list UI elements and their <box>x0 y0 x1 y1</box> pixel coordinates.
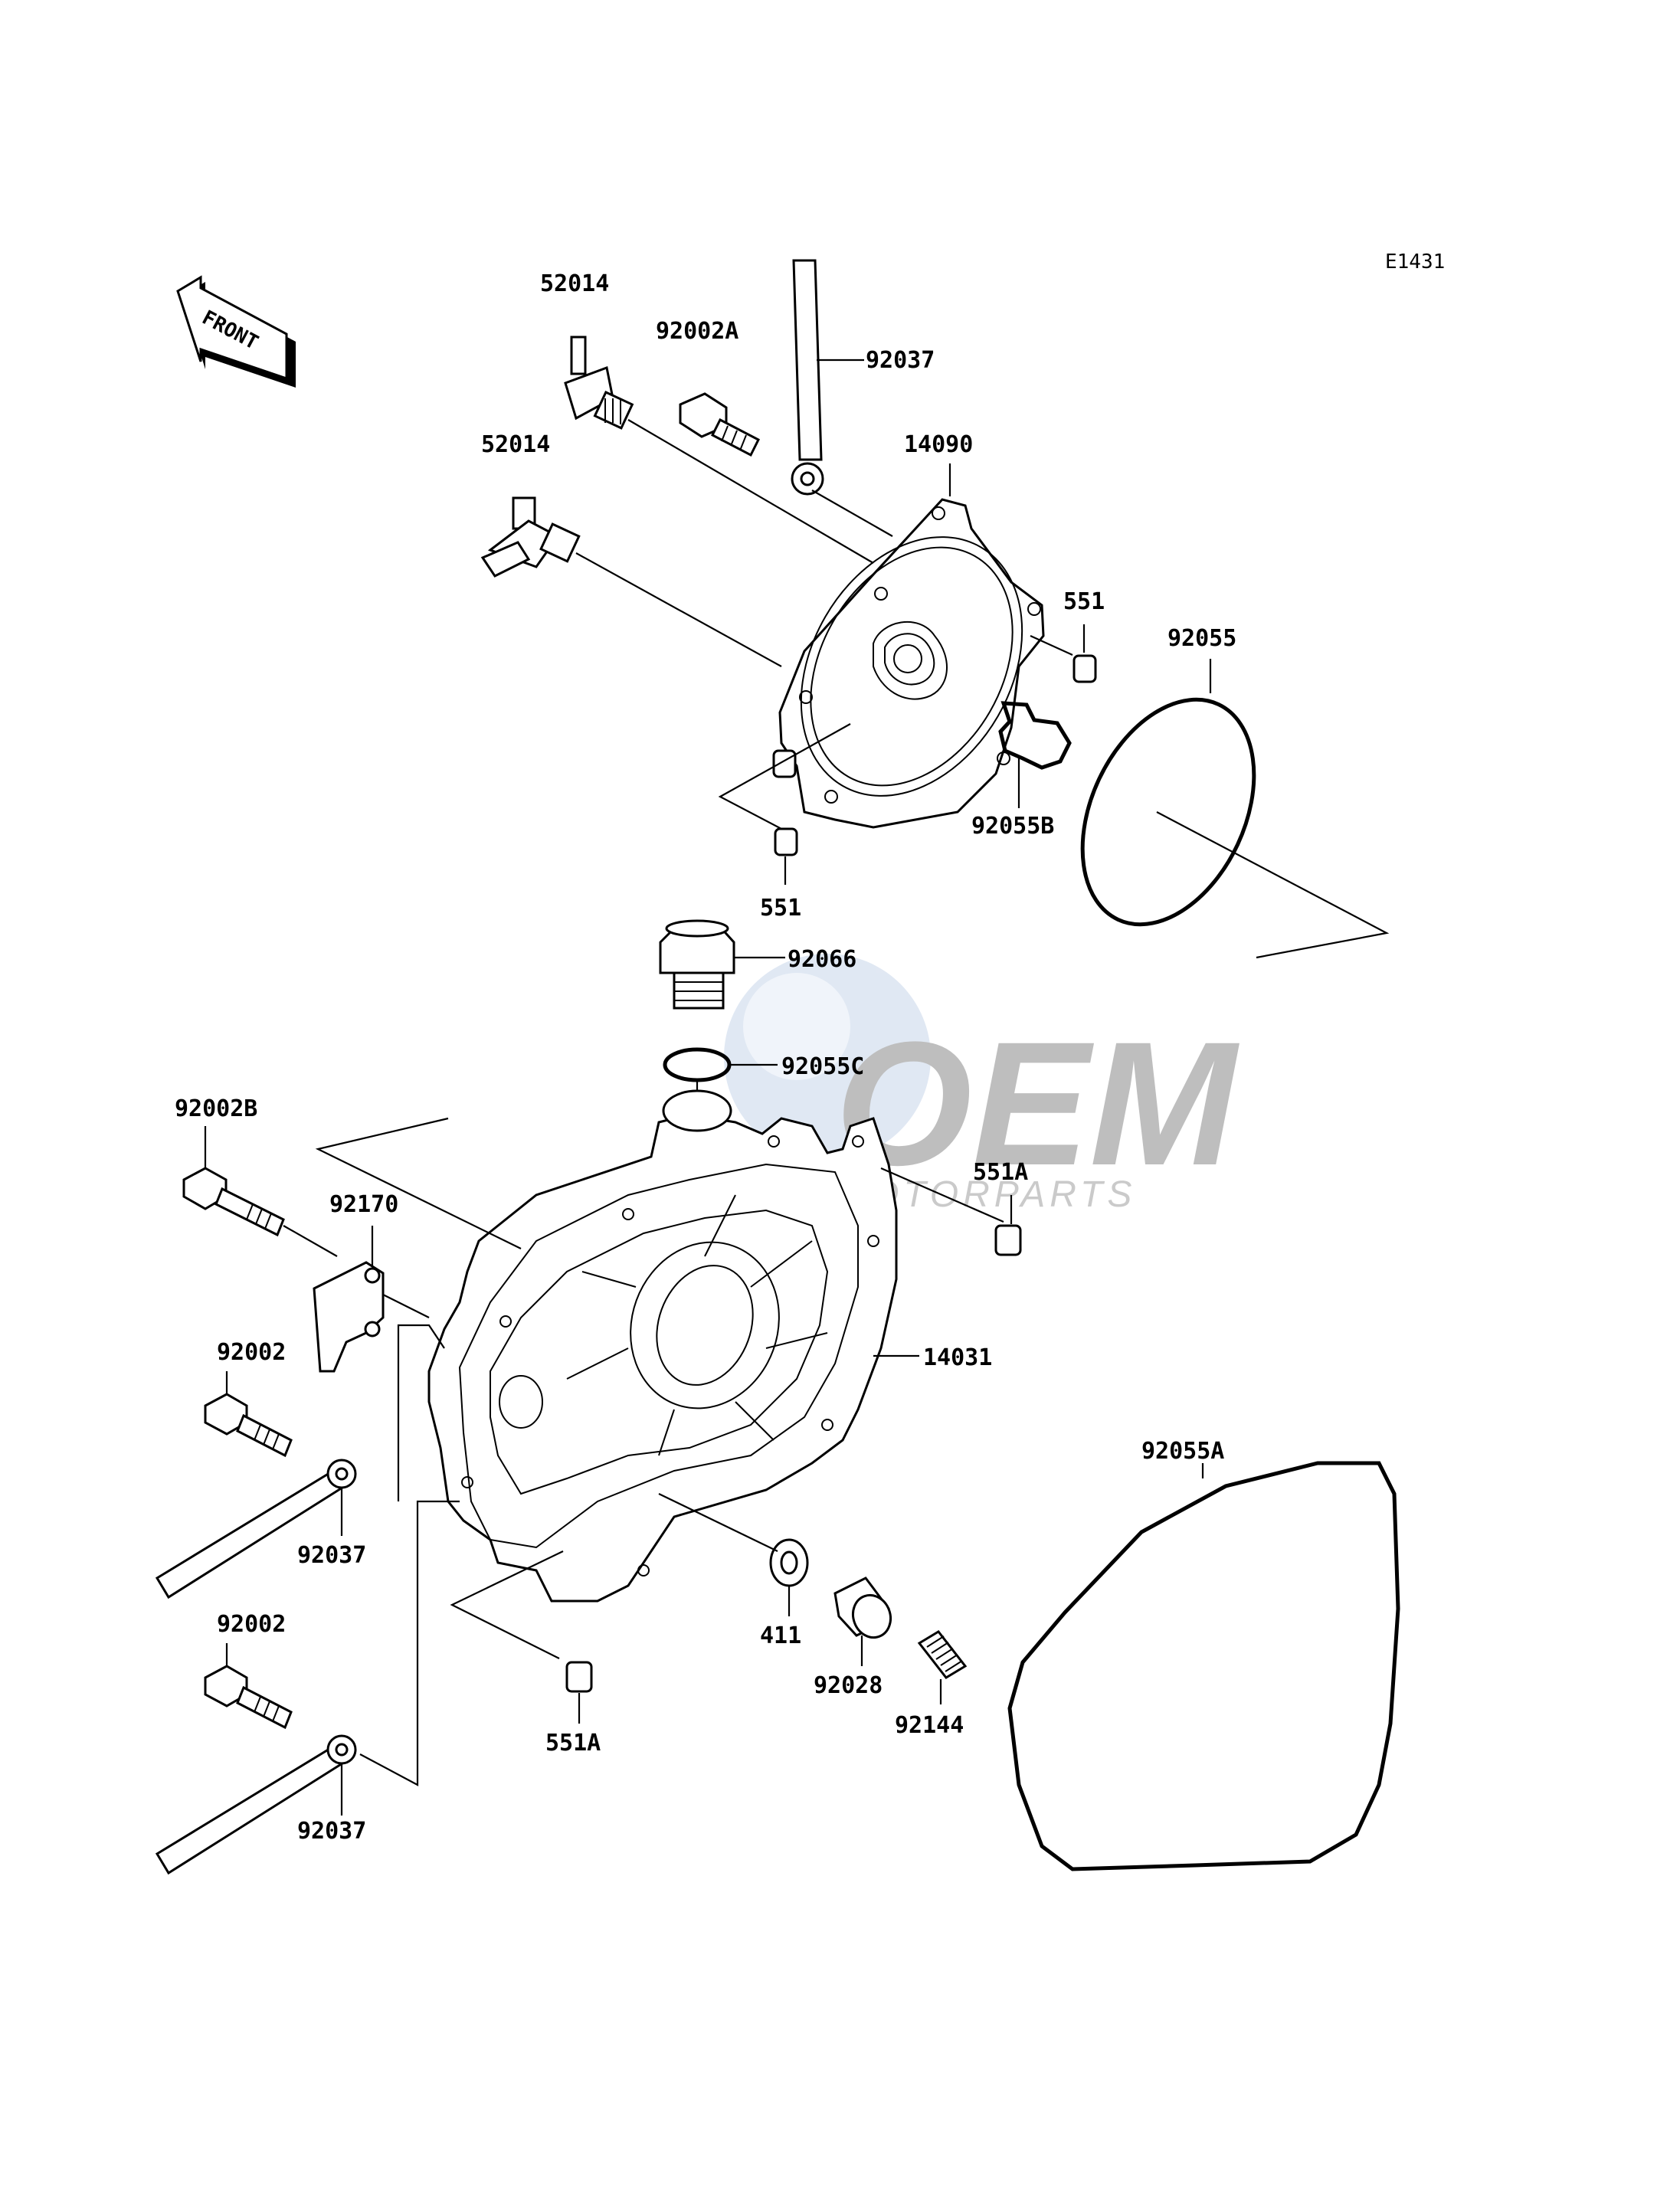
rod-92037-top <box>791 259 824 496</box>
label-92037-bottom: 92037 <box>297 1818 366 1845</box>
dowel-551A-top <box>994 1224 1022 1256</box>
bolt-92002-b <box>204 1665 293 1730</box>
oring-92055B <box>998 701 1072 770</box>
label-92002B: 92002B <box>175 1095 257 1122</box>
label-92055C: 92055C <box>781 1053 864 1080</box>
cover-14031 <box>427 1089 898 1603</box>
dowel-551A-bottom <box>565 1661 593 1693</box>
label-551A-bottom: 551A <box>545 1730 601 1757</box>
label-551A-top: 551A <box>973 1159 1028 1186</box>
dowel-551-right <box>1073 654 1097 683</box>
rod-92037-mid <box>155 1459 357 1599</box>
oring-92055 <box>1080 697 1256 927</box>
front-arrow-icon: FRONT <box>176 275 296 388</box>
washer-411 <box>769 1538 809 1587</box>
label-92002-a: 92002 <box>217 1339 286 1366</box>
label-411: 411 <box>760 1622 801 1649</box>
watermark-main: OEM <box>835 1005 1240 1202</box>
label-92028: 92028 <box>814 1672 883 1699</box>
fitting-52014-mid <box>480 496 581 578</box>
label-92055A: 92055A <box>1141 1438 1224 1465</box>
sleeve-92028 <box>833 1577 892 1639</box>
label-551-bottom: 551 <box>760 895 801 922</box>
label-52014-top: 52014 <box>540 270 609 297</box>
label-14031: 14031 <box>923 1344 992 1371</box>
label-92002-b: 92002 <box>217 1611 286 1638</box>
label-92170: 92170 <box>329 1191 398 1218</box>
bracket-92170 <box>313 1261 385 1373</box>
label-92066: 92066 <box>788 946 856 973</box>
plate-14090 <box>778 498 1045 829</box>
oring-92055C <box>663 1047 732 1082</box>
dowel-551-bottom <box>772 749 797 778</box>
label-92037-mid: 92037 <box>297 1542 366 1569</box>
gasket-92055A <box>1007 1461 1400 1871</box>
label-52014-mid: 52014 <box>481 431 550 458</box>
spring-92144 <box>917 1630 968 1679</box>
label-92037-top: 92037 <box>866 347 935 374</box>
fitting-52014-top <box>564 336 634 430</box>
label-92002A: 92002A <box>656 318 738 345</box>
label-92144: 92144 <box>895 1712 964 1739</box>
label-92055: 92055 <box>1167 625 1236 652</box>
dowel-551-bottom-body <box>774 827 798 856</box>
bolt-92002-a <box>204 1393 293 1458</box>
plug-92066 <box>659 919 735 1010</box>
label-14090: 14090 <box>904 431 973 458</box>
label-551-right: 551 <box>1063 588 1105 615</box>
bolt-92002A <box>679 392 761 457</box>
rod-92037-bottom <box>155 1734 357 1875</box>
bolt-92002B <box>182 1167 285 1237</box>
label-92055B: 92055B <box>971 813 1054 840</box>
diagram-code: E1431 <box>1385 250 1445 273</box>
